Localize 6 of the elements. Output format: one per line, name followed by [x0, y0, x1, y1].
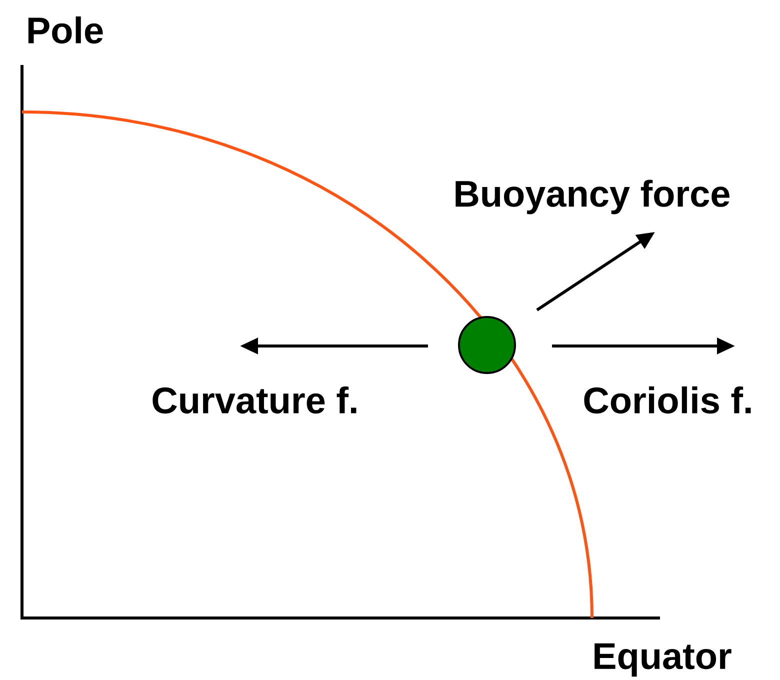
force-label: Coriolis f.: [584, 386, 751, 414]
axis-label: Equator: [594, 643, 732, 677]
axis-label: Pole: [28, 16, 103, 44]
particle-circle: [458, 316, 516, 374]
force-label: Buoyancy force: [456, 180, 730, 214]
force-label: Curvature f.: [152, 386, 356, 414]
